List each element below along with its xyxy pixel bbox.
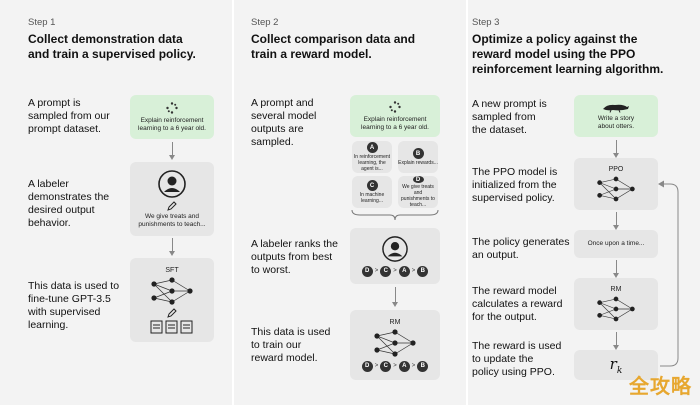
bracket <box>351 209 439 221</box>
ppo-model-label: PPO <box>608 165 624 173</box>
person-icon <box>158 169 186 198</box>
reward-symbol: rk <box>609 354 623 376</box>
output-b-card: B Explain rewards... <box>398 141 438 173</box>
output-a-badge: A <box>366 142 378 153</box>
neural-network-icon <box>597 296 635 321</box>
step3-rm-label: RM <box>610 285 622 293</box>
step2-arrow <box>392 287 398 307</box>
step3-output-text: Once upon a time... <box>587 240 645 247</box>
neural-network-icon <box>151 276 193 305</box>
step3-ppo-box: PPO <box>574 158 658 210</box>
pencil-icon <box>167 307 177 318</box>
step1-arrow-2 <box>169 238 175 256</box>
pencil-icon <box>167 200 177 211</box>
step3-arrow-4 <box>613 332 619 350</box>
step3-rm-box: RM <box>574 278 658 330</box>
documents-icon <box>150 320 193 333</box>
step3-reward-box: rk <box>574 350 658 380</box>
step1-panel: Step 1 Collect demonstration data and tr… <box>0 0 232 405</box>
step2-panel: Step 2 Collect comparison data and train… <box>234 0 466 405</box>
rm-model-label: RM <box>389 318 401 326</box>
watermark: 全攻略 <box>629 376 692 398</box>
step1-arrow-1 <box>169 142 175 160</box>
ranking-row: D> C> A> B <box>361 265 429 277</box>
step1-sft-box: SFT <box>130 258 214 342</box>
step3-arrow-2 <box>613 212 619 230</box>
otter-icon <box>603 104 629 113</box>
step1-title: Collect demonstration data and train a s… <box>28 32 196 61</box>
step3-output-box: Once upon a time... <box>574 230 658 258</box>
output-b-badge: B <box>412 148 424 159</box>
step2-title: Collect comparison data and train a rewa… <box>251 32 416 61</box>
rm-ranking-row: D> C> A> B <box>361 360 429 372</box>
step3-title: Optimize a policy against the reward mod… <box>472 32 664 76</box>
step3-label: Step 3 <box>472 17 500 28</box>
feedback-loop-arrow <box>658 180 679 367</box>
output-c-badge: C <box>366 180 378 191</box>
refresh-icon <box>389 100 401 113</box>
step3-arrow-1 <box>613 140 619 158</box>
step1-label: Step 1 <box>28 17 56 28</box>
step2-label: Step 2 <box>251 17 279 28</box>
person-icon <box>382 235 408 262</box>
refresh-icon <box>166 101 178 114</box>
neural-network-icon <box>374 328 416 357</box>
step2-rm-box: RM D> C> A> B <box>350 310 440 380</box>
neural-network-icon <box>597 176 635 201</box>
step3-panel: Step 3 Optimize a policy against the rew… <box>468 0 700 405</box>
step2-ranking-box: D> C> A> B <box>350 228 440 284</box>
step3-arrow-3 <box>613 260 619 278</box>
sft-model-label: SFT <box>165 266 179 274</box>
output-d-badge: D <box>412 176 424 183</box>
